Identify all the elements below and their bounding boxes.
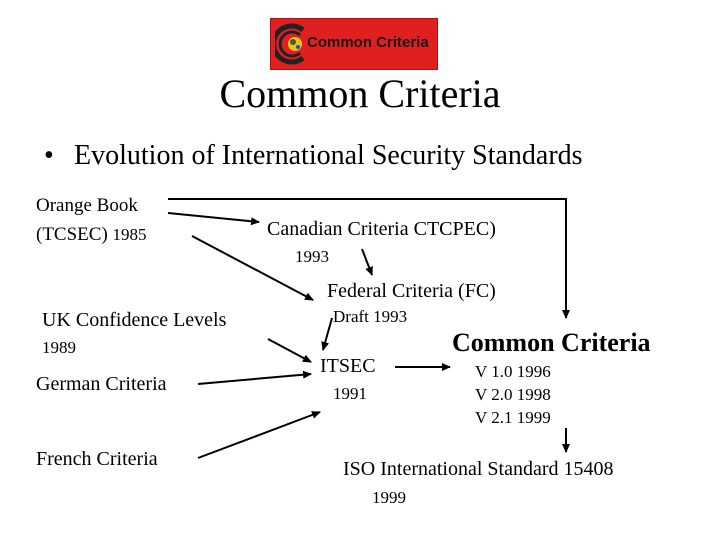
globe-c-icon [275,23,305,65]
arrow-french-to-itsec [197,411,321,459]
arrow-german-to-itsec [197,370,312,385]
federal-draft-year: Draft 1993 [333,307,408,326]
arrow-orange-to-federal [191,235,314,301]
iso-standard-label: ISO International Standard 15408 [343,458,614,480]
version-2-1: V 2.1 1999 [475,408,551,427]
canadian-year: 1993 [295,247,329,266]
german-criteria-label: German Criteria [36,373,167,395]
orange-book-label: Orange Book [36,195,138,216]
line-orange-to-common-top [168,198,570,319]
arrow-canadian-to-federal [361,248,373,276]
federal-criteria-label: Federal Criteria (FC) [327,280,496,302]
uk-confidence-label: UK Confidence Levels [42,309,227,331]
tcsec-year: 1985 [112,225,147,244]
arrow-federal-to-itsec [321,317,333,351]
bullet-marker: • [44,140,54,171]
itsec-label: ITSEC [320,355,376,377]
common-criteria-logo: Common Criteria [270,18,438,70]
bullet-item: • Evolution of International Security Sta… [44,140,583,172]
french-criteria-label: French Criteria [36,448,158,470]
slide-title: Common Criteria [219,71,501,116]
canadian-criteria-label: Canadian Criteria CTCPEC) [267,218,496,240]
arrow-orange-to-canadian [167,212,260,226]
version-1-0: V 1.0 1996 [475,362,551,381]
common-criteria-label: Common Criteria [452,328,651,357]
version-2-0: V 2.0 1998 [475,385,551,404]
bullet-text: Evolution of International Security Stan… [74,140,583,171]
itsec-year: 1991 [333,384,367,403]
tcsec-label: (TCSEC) 1985 [36,224,147,246]
iso-year: 1999 [372,488,406,507]
logo-text: Common Criteria [307,34,429,51]
uk-year: 1989 [42,338,76,357]
tcsec-text: (TCSEC) [36,224,108,245]
arrow-uk-to-itsec [267,338,312,363]
